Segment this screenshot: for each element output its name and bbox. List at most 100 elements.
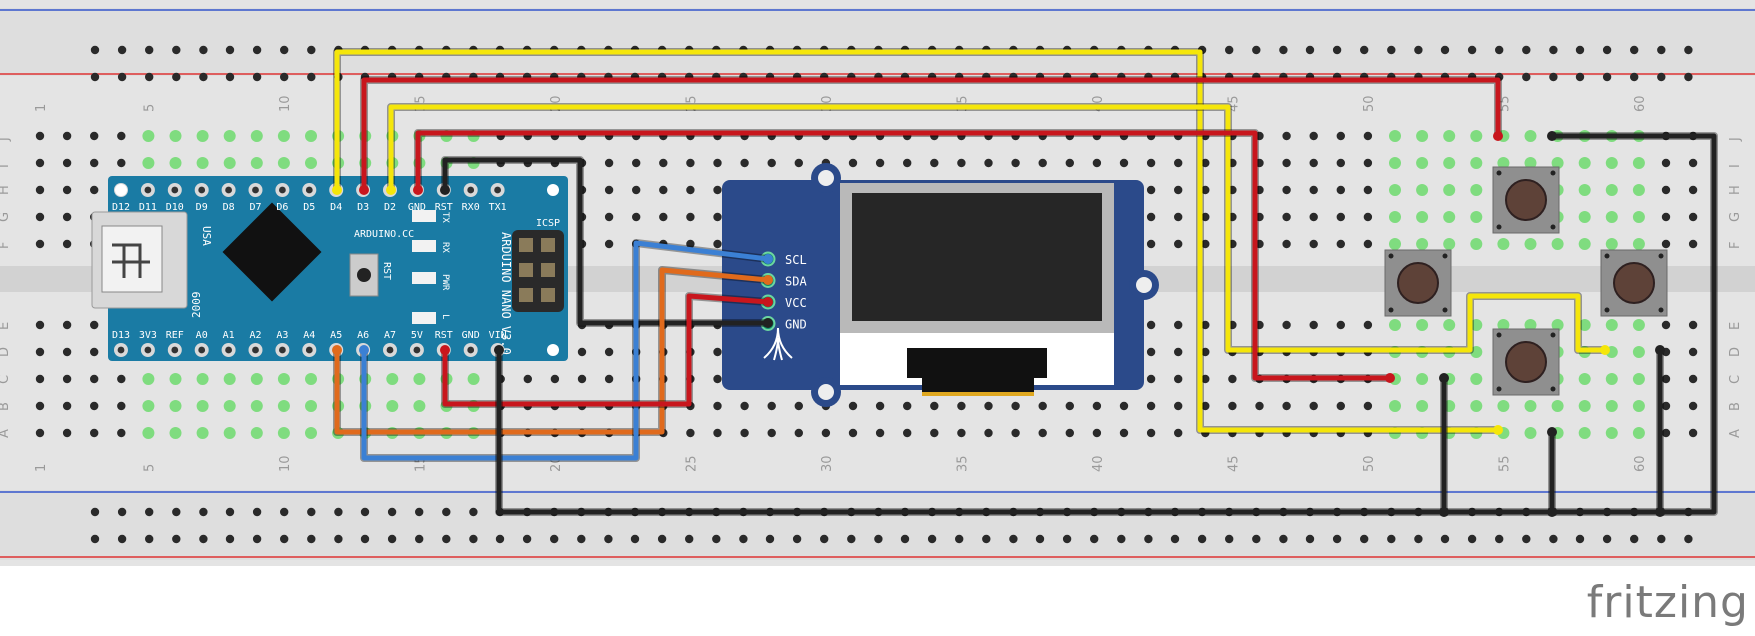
breadboard-hole[interactable]	[1038, 401, 1047, 411]
breadboard-hole[interactable]	[1065, 401, 1075, 411]
rail-hole[interactable]	[1252, 534, 1261, 544]
breadboard-hole[interactable]	[957, 428, 966, 438]
breadboard-hole[interactable]	[1688, 158, 1698, 168]
breadboard-hole[interactable]	[1228, 401, 1237, 411]
rail-hole[interactable]	[117, 72, 127, 82]
breadboard-hole[interactable]	[35, 401, 45, 411]
rail-hole[interactable]	[982, 534, 991, 544]
rail-hole[interactable]	[199, 507, 208, 517]
breadboard-hole[interactable]	[1146, 347, 1156, 357]
breadboard-hole[interactable]	[1661, 320, 1671, 330]
breadboard-hole[interactable]	[62, 401, 72, 411]
rail-hole[interactable]	[1440, 534, 1450, 544]
breadboard-hole[interactable]	[767, 401, 776, 411]
breadboard-hole[interactable]	[984, 401, 993, 411]
breadboard-hole[interactable]	[848, 158, 858, 168]
breadboard-hole[interactable]	[1201, 320, 1210, 330]
breadboard-hole[interactable]	[767, 428, 776, 438]
breadboard-hole[interactable]	[1363, 239, 1373, 249]
breadboard-hole[interactable]	[1201, 401, 1210, 411]
rail-hole[interactable]	[199, 45, 208, 55]
breadboard-hole[interactable]	[35, 428, 45, 438]
breadboard-hole[interactable]	[62, 239, 72, 249]
rail-hole[interactable]	[1522, 45, 1531, 55]
breadboard-hole[interactable]	[1119, 401, 1129, 411]
breadboard-hole[interactable]	[35, 158, 45, 168]
breadboard-hole[interactable]	[1336, 131, 1346, 141]
breadboard-hole[interactable]	[35, 320, 45, 330]
rail-hole[interactable]	[90, 72, 100, 82]
breadboard-hole[interactable]	[1336, 185, 1346, 195]
rail-hole[interactable]	[522, 534, 532, 544]
breadboard-hole[interactable]	[713, 239, 722, 249]
breadboard-hole[interactable]	[1661, 374, 1671, 384]
breadboard-hole[interactable]	[1309, 131, 1318, 141]
breadboard-hole[interactable]	[1201, 374, 1210, 384]
breadboard-hole[interactable]	[1146, 212, 1156, 222]
breadboard-hole[interactable]	[577, 374, 587, 384]
rail-hole[interactable]	[1009, 534, 1018, 544]
breadboard-hole[interactable]	[1174, 320, 1183, 330]
rail-hole[interactable]	[1387, 45, 1396, 55]
breadboard-hole[interactable]	[62, 158, 72, 168]
breadboard-hole[interactable]	[632, 158, 641, 168]
breadboard-hole[interactable]	[1661, 401, 1671, 411]
breadboard-hole[interactable]	[1688, 239, 1698, 249]
rail-hole[interactable]	[1549, 72, 1558, 82]
breadboard-hole[interactable]	[117, 401, 126, 411]
breadboard-hole[interactable]	[117, 131, 126, 141]
rail-hole[interactable]	[1035, 534, 1045, 544]
breadboard-hole[interactable]	[1174, 212, 1183, 222]
rail-hole[interactable]	[117, 534, 127, 544]
breadboard-hole[interactable]	[523, 374, 532, 384]
rail-hole[interactable]	[307, 72, 316, 82]
rail-hole[interactable]	[1332, 534, 1342, 544]
rail-hole[interactable]	[1305, 45, 1315, 55]
breadboard-hole[interactable]	[1688, 185, 1698, 195]
rail-hole[interactable]	[360, 507, 370, 517]
breadboard-hole[interactable]	[1363, 131, 1373, 141]
breadboard-hole[interactable]	[62, 185, 72, 195]
rail-hole[interactable]	[172, 507, 181, 517]
rail-hole[interactable]	[252, 534, 262, 544]
rail-hole[interactable]	[1602, 45, 1612, 55]
breadboard-hole[interactable]	[62, 131, 72, 141]
push-button[interactable]	[1492, 328, 1560, 396]
breadboard-hole[interactable]	[1092, 158, 1102, 168]
rail-hole[interactable]	[145, 72, 154, 82]
breadboard-hole[interactable]	[1146, 158, 1156, 168]
breadboard-hole[interactable]	[62, 212, 72, 222]
breadboard-hole[interactable]	[1011, 428, 1020, 438]
breadboard-hole[interactable]	[1282, 239, 1291, 249]
breadboard-hole[interactable]	[1011, 158, 1020, 168]
rail-hole[interactable]	[1225, 534, 1234, 544]
breadboard-hole[interactable]	[713, 401, 722, 411]
breadboard-hole[interactable]	[903, 158, 912, 168]
push-button[interactable]	[1384, 249, 1452, 317]
breadboard-hole[interactable]	[1309, 401, 1318, 411]
breadboard-hole[interactable]	[90, 347, 99, 357]
breadboard-hole[interactable]	[713, 347, 722, 357]
breadboard-hole[interactable]	[794, 158, 803, 168]
rail-hole[interactable]	[252, 72, 262, 82]
breadboard-hole[interactable]	[1661, 239, 1671, 249]
rail-hole[interactable]	[1387, 534, 1396, 544]
breadboard-hole[interactable]	[1201, 212, 1210, 222]
breadboard-hole[interactable]	[1661, 158, 1671, 168]
breadboard-hole[interactable]	[1282, 320, 1291, 330]
breadboard-hole[interactable]	[90, 185, 99, 195]
rail-hole[interactable]	[1602, 534, 1612, 544]
rail-hole[interactable]	[630, 534, 640, 544]
rail-hole[interactable]	[1360, 45, 1369, 55]
breadboard-hole[interactable]	[1688, 320, 1698, 330]
breadboard-hole[interactable]	[875, 401, 885, 411]
breadboard-hole[interactable]	[1309, 212, 1318, 222]
rail-hole[interactable]	[442, 507, 451, 517]
breadboard-hole[interactable]	[35, 239, 45, 249]
breadboard-hole[interactable]	[1011, 401, 1020, 411]
breadboard-hole[interactable]	[659, 212, 668, 222]
breadboard-hole[interactable]	[1038, 158, 1047, 168]
breadboard-hole[interactable]	[713, 212, 722, 222]
rail-hole[interactable]	[657, 534, 667, 544]
push-button[interactable]	[1492, 166, 1560, 234]
